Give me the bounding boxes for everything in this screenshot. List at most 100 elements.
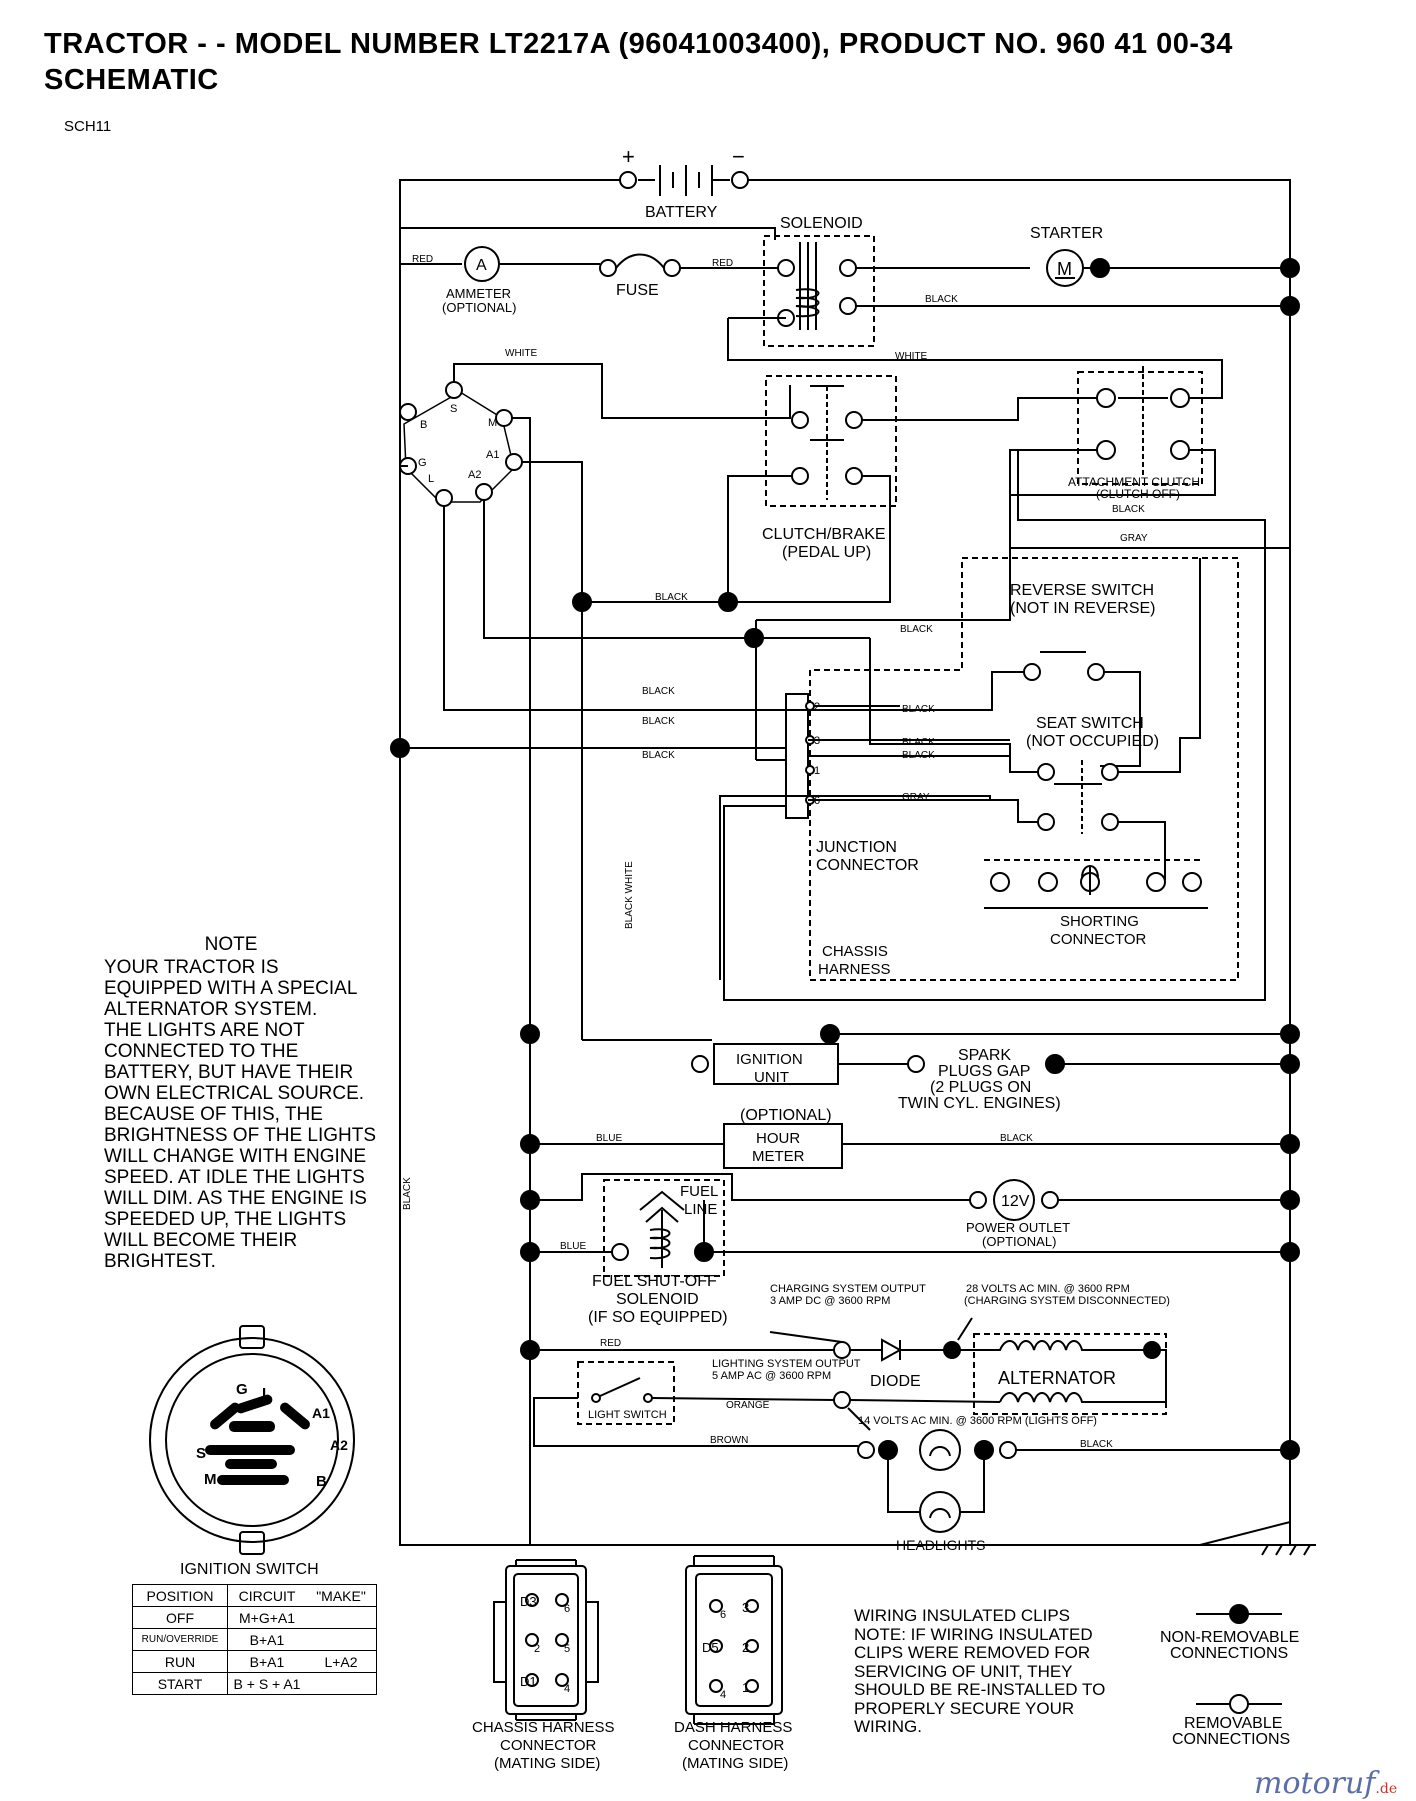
schematic-code: SCH11 [64,118,112,135]
dash-conn-mating: (MATING SIDE) [682,1755,788,1772]
wire-black-white: BLACK WHITE [624,861,635,929]
fuel-sol-sub: SOLENOID [616,1291,699,1308]
junction-connector: 2 3 1 6 BLACK BLACK BLACK GRAY BLACK BLA… [642,620,1266,1001]
note-line: BRIGHTEST. [104,1251,216,1272]
reverse-state: (NOT IN REVERSE) [1010,600,1156,617]
table-cell: B + S + A1 [227,1672,306,1695]
chassis-pin-d1: D1 [520,1674,537,1689]
wire-orange: ORANGE [726,1400,770,1411]
face-b: B [316,1473,327,1490]
table-cell: M+G+A1 [227,1606,306,1629]
dash-pin-2: 2 [742,1640,749,1655]
ign-term-b: B [420,419,427,431]
battery-plus: + [622,144,635,169]
hour-meter: (OPTIONAL) HOUR METER BLUE BLACK [520,1107,1300,1169]
ammeter-optional: (OPTIONAL) [442,300,516,315]
note-heading: NOTE [204,934,258,955]
note-line: SPEED. AT IDLE THE LIGHTS [104,1167,365,1188]
wire-black-left: BLACK [402,1177,413,1210]
ign-term-a1: A1 [486,449,499,461]
table-cell [306,1672,377,1695]
chassis-pin-4: 4 [564,1683,570,1695]
dash-pin-d5: D5 [702,1640,719,1655]
wire-red-1: RED [412,254,433,265]
clips-note-line: SERVICING OF UNIT, THEY [854,1661,1073,1681]
note-line: WILL DIM. AS THE ENGINE IS [104,1188,367,1209]
ign-term-l: L [428,473,434,485]
wire-black-rev: BLACK [900,624,933,635]
shorting-connector: SHORTING CONNECTOR [984,859,1208,948]
note-line: BRIGHTNESS OF THE LIGHTS [104,1125,377,1146]
fuel-line-sub: LINE [684,1201,717,1218]
wire-black-attach: BLACK [1112,504,1145,515]
table-cell: RUN [132,1650,228,1673]
attach-off: (CLUTCH OFF) [1096,487,1180,501]
wire-gray-attach: GRAY [1120,533,1148,544]
dash-pin-3: 3 [742,1600,749,1615]
face-l: L [262,1385,271,1402]
junction-pin-2: 2 [814,701,820,713]
seat-label: SEAT SWITCH [1036,715,1144,732]
wire-black-j3: BLACK [902,737,935,748]
clips-note-line: WIRING. [854,1717,922,1736]
clutch-pedal: (PEDAL UP) [782,544,871,561]
ignition-switch-face: G L A1 A2 S M B IGNITION SWITCH [149,1325,355,1578]
chassis-harness: CHASSIS HARNESS [809,557,1239,981]
clutch-brake-switch: CLUTCH/BRAKE (PEDAL UP) BLACK [572,375,1100,612]
ignition-table-header: POSITION CIRCUIT "MAKE" [132,1584,377,1607]
dash-harness-connector: 6 3 D5 2 4 1 DASH HARNESS CONNECTOR (MAT… [674,1555,792,1772]
dash-pin-6: 6 [720,1609,726,1621]
light-output: LIGHTING SYSTEM OUTPUT [712,1358,861,1370]
dash-conn-sub: CONNECTOR [688,1737,785,1754]
battery: + − BATTERY [399,144,1291,1545]
light-switch: LIGHT SWITCH BROWN [533,1361,858,1447]
reverse-label: REVERSE SWITCH [1010,582,1154,599]
wire-black-b: BLACK [642,716,675,727]
dash-conn-label: DASH HARNESS [674,1719,792,1736]
shorting-connector-label: CONNECTOR [1050,931,1147,948]
reverse-switch: REVERSE SWITCH (NOT IN REVERSE) [756,582,1156,767]
attachment-clutch-switch: ATTACHMENT CLUTCH (CLUTCH OFF) BLACK GRA… [756,366,1290,990]
solenoid-label: SOLENOID [780,215,863,232]
chassis-pin-d3: D3 [520,1594,537,1609]
outlet-optional: (OPTIONAL) [982,1234,1056,1249]
col-circuit: CIRCUIT [227,1584,306,1607]
table-cell: B+A1 [227,1628,306,1651]
face-a2: A2 [330,1437,348,1453]
hour-label: HOUR [756,1130,800,1147]
junction-connector-label: CONNECTOR [816,857,919,874]
col-position: POSITION [132,1584,228,1607]
clips-note-line: PROPERLY SECURE YOUR [854,1698,1075,1718]
wire-brown: BROWN [710,1435,748,1446]
table-cell: OFF [132,1606,228,1629]
table-cell: START [132,1672,228,1695]
table-cell [306,1628,377,1651]
col-make: "MAKE" [306,1584,377,1607]
battery-minus: − [732,144,745,169]
alternator-label: ALTERNATOR [998,1368,1116,1388]
note-line: THE LIGHTS ARE NOT [104,1020,305,1041]
table-cell: RUN/OVERRIDE [132,1628,228,1651]
chassis-label: CHASSIS [822,943,888,960]
ammeter-a: A [476,257,487,274]
face-a1: A1 [312,1405,330,1421]
dash-pin-1: 1 [742,1680,749,1695]
ground-icon [1199,1520,1316,1556]
ign-term-m: M [488,417,497,429]
note-line: ALTERNATOR SYSTEM. [104,999,318,1020]
note-line: YOUR TRACTOR IS [104,957,279,978]
wire-black-sol: BLACK [925,294,958,305]
note-line: WILL BECOME THEIR [104,1230,298,1251]
ign-term-g: G [418,457,427,469]
seat-state: (NOT OCCUPIED) [1026,733,1159,750]
fuse: FUSE RED [599,253,783,299]
chassis-conn-mating: (MATING SIDE) [494,1755,600,1772]
ign-term-s: S [450,403,457,415]
fuel-sol-label: FUEL SHUT-OFF [592,1273,717,1290]
ign-term-a2: A2 [468,469,481,481]
chassis-conn-label: CHASSIS HARNESS [472,1719,615,1736]
